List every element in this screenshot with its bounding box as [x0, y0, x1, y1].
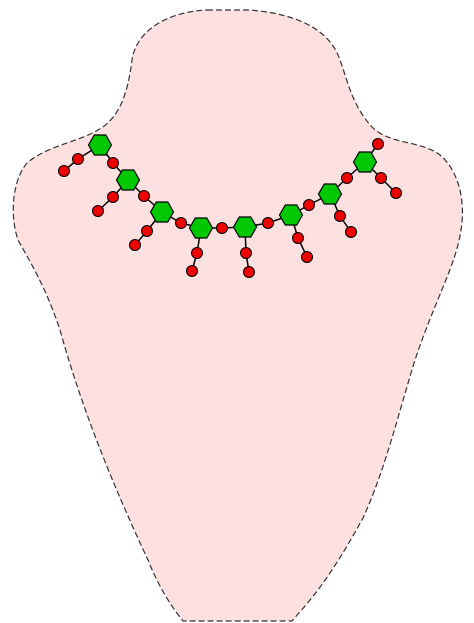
hexagon-ring-6	[280, 205, 303, 225]
side-chain-atom	[73, 154, 84, 165]
hexagon-ring-4	[190, 218, 213, 238]
linker-atom	[304, 200, 315, 211]
side-chain-terminal-atom	[302, 252, 313, 263]
side-chain-terminal-atom	[59, 166, 70, 177]
hexagon-ring-5	[234, 217, 257, 237]
side-chain-terminal-atom	[244, 267, 255, 278]
side-chain-atom	[192, 248, 203, 259]
side-chain-atom	[335, 211, 346, 222]
side-chain-terminal-atom	[346, 227, 357, 238]
side-chain-atom	[108, 192, 119, 203]
side-chain-terminal-atom	[93, 206, 104, 217]
side-chain-terminal-atom	[130, 240, 141, 251]
linker-atom	[139, 191, 150, 202]
hexagon-ring-7	[319, 184, 342, 204]
hexagon-ring-3	[151, 202, 174, 222]
side-chain-atom	[376, 173, 387, 184]
side-chain-terminal-atom	[391, 188, 402, 199]
hexagon-ring-8	[354, 152, 377, 172]
side-chain-atom	[293, 233, 304, 244]
side-chain-atom	[241, 248, 252, 259]
side-chain-terminal-atom	[187, 266, 198, 277]
linker-atom	[217, 223, 228, 234]
hexagon-ring-2	[117, 170, 140, 190]
bust-silhouette	[13, 10, 462, 621]
linker-atom	[263, 218, 274, 229]
linker-atom	[108, 158, 119, 169]
hexagon-ring-1	[89, 135, 112, 155]
linker-atom	[176, 218, 187, 229]
linker-atom	[342, 173, 353, 184]
side-chain-atom	[142, 226, 153, 237]
terminal-atom	[373, 139, 384, 150]
